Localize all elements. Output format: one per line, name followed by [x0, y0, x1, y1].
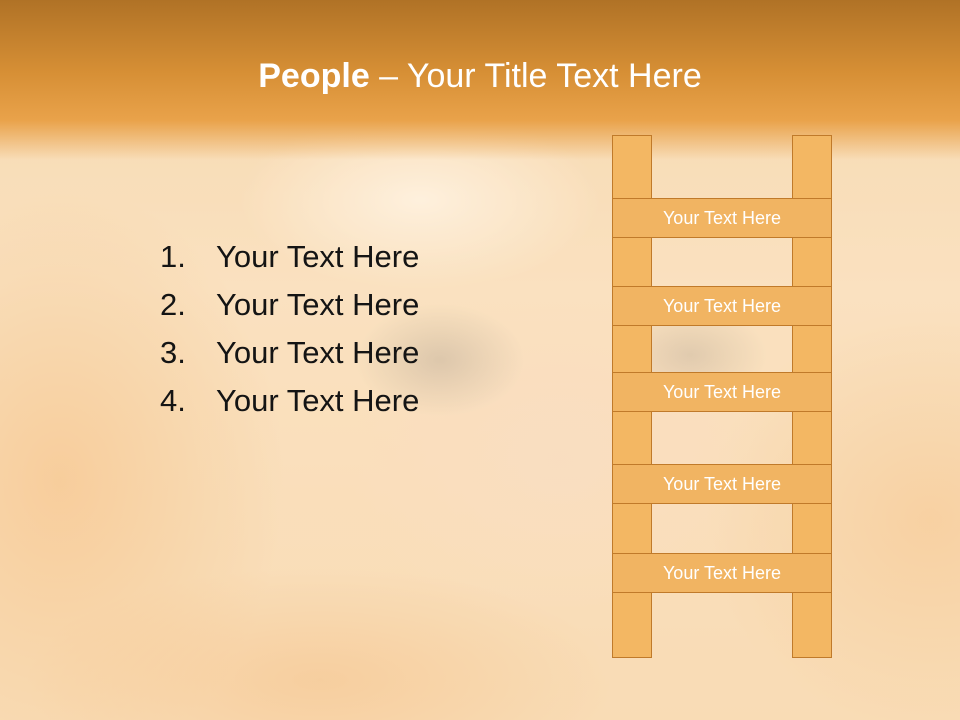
title-rest: – Your Title Text Here	[369, 57, 702, 95]
list-item-text: Your Text Here	[216, 383, 420, 418]
list-item-number: 2.	[160, 287, 186, 322]
list-item-text: Your Text Here	[216, 239, 420, 274]
list-item: 2. Your Text Here	[160, 281, 419, 329]
ladder-rung: Your Text Here	[612, 372, 832, 412]
slide-title: People – Your Title Text Here	[0, 54, 960, 98]
title-bold: People	[258, 57, 370, 95]
ladder-rung: Your Text Here	[612, 553, 832, 593]
list-item: 4. Your Text Here	[160, 377, 419, 425]
list-item: 1. Your Text Here	[160, 233, 419, 281]
ladder-rung-label: Your Text Here	[662, 381, 782, 402]
list-item-number: 1.	[160, 239, 186, 274]
numbered-list: 1. Your Text Here 2. Your Text Here 3. Y…	[160, 233, 419, 425]
list-item-text: Your Text Here	[216, 287, 420, 322]
list-item-text: Your Text Here	[216, 335, 420, 370]
ladder-diagram: Your Text Here Your Text Here Your Text …	[612, 135, 834, 658]
ladder-rung-label: Your Text Here	[662, 562, 782, 583]
list-item-number: 3.	[160, 335, 186, 370]
ladder-rung-label: Your Text Here	[662, 295, 782, 316]
list-item-number: 4.	[160, 383, 186, 418]
list-item: 3. Your Text Here	[160, 329, 419, 377]
ladder-rung: Your Text Here	[612, 286, 832, 326]
ladder-rung-label: Your Text Here	[662, 207, 782, 228]
title-band	[0, 0, 960, 160]
ladder-rung: Your Text Here	[612, 198, 832, 238]
ladder-rung-label: Your Text Here	[662, 473, 782, 494]
ladder-rung: Your Text Here	[612, 464, 832, 504]
